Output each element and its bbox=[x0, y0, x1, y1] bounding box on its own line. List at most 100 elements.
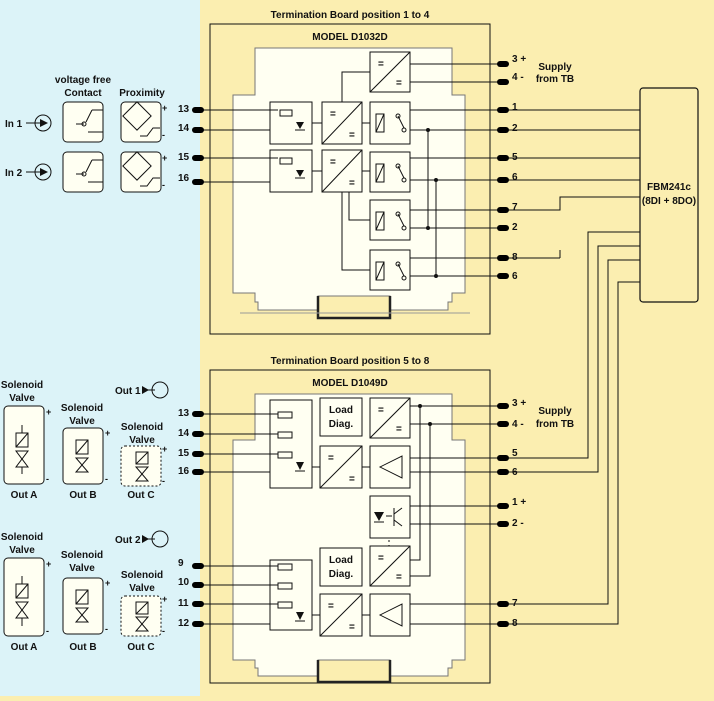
valve-b2-label2: Valve bbox=[69, 563, 95, 574]
svg-text:Diag.: Diag. bbox=[329, 419, 354, 430]
svg-text:=: = bbox=[330, 109, 336, 120]
svg-text:=: = bbox=[328, 453, 334, 464]
svg-text:=: = bbox=[330, 157, 336, 168]
board1-term-right-6: 6 bbox=[512, 172, 518, 183]
board2-din-clip bbox=[316, 660, 392, 684]
svg-text:=: = bbox=[378, 405, 384, 416]
board2-term-left-2: 14 bbox=[178, 428, 190, 439]
voltage-free-contact-2 bbox=[62, 151, 104, 193]
out-a-label-2: Out A bbox=[11, 642, 38, 653]
board2-field-devices: Out 1 Out 2 Solenoid Valve Solenoid Valv… bbox=[1, 380, 169, 653]
svg-text:=: = bbox=[396, 572, 402, 583]
valve-a1-label1: Solenoid bbox=[1, 380, 43, 391]
board2-term-right-3: 5 bbox=[512, 448, 518, 459]
termination-board-1: Termination Board position 1 to 4 MODEL … bbox=[178, 10, 574, 335]
fbm-detail: (8DI + 8DO) bbox=[642, 196, 696, 207]
input-label-2: In 2 bbox=[5, 168, 23, 179]
voltage-free-contact-1 bbox=[62, 101, 104, 143]
board2-supply-line2: from TB bbox=[536, 419, 574, 430]
svg-text:-: - bbox=[105, 624, 108, 634]
solenoid-valve-b-2: +- bbox=[62, 577, 110, 635]
board1-relay-4 bbox=[369, 249, 411, 291]
board1-term-left-2: 14 bbox=[178, 123, 190, 134]
input-label-1: In 1 bbox=[5, 119, 23, 130]
output-1-arrow-icon bbox=[142, 381, 169, 399]
svg-text:+: + bbox=[162, 103, 167, 113]
fbm-name: FBM241c bbox=[647, 182, 691, 193]
board1-term-right-2: 4 - bbox=[512, 72, 524, 83]
board1-term-right-8: 2 bbox=[512, 222, 518, 233]
svg-text:=: = bbox=[396, 424, 402, 435]
board2-converter-3: == bbox=[369, 545, 411, 587]
board2-term-right-7: 7 bbox=[512, 598, 518, 609]
solenoid-valve-a-1: +- bbox=[3, 405, 51, 485]
svg-text:=: = bbox=[396, 78, 402, 89]
board1-frame bbox=[209, 23, 491, 335]
board2-power-supply: == bbox=[369, 397, 411, 439]
valve-c1-label2: Valve bbox=[129, 435, 155, 446]
svg-text:=: = bbox=[349, 178, 355, 189]
board1-term-right-3: 1 bbox=[512, 102, 518, 113]
board1-term-left-4: 16 bbox=[178, 173, 190, 184]
svg-text:-: - bbox=[162, 130, 165, 140]
board2-term-right-2: 4 - bbox=[512, 419, 524, 430]
board2-input-block-1 bbox=[269, 399, 313, 489]
board1-model: MODEL D1032D bbox=[312, 32, 387, 43]
solenoid-valve-b-1: +- bbox=[62, 427, 110, 485]
board2-term-left-5: 9 bbox=[178, 558, 184, 569]
valve-b1-label1: Solenoid bbox=[61, 403, 103, 414]
valve-a2-label2: Valve bbox=[9, 545, 35, 556]
board1-term-right-4: 2 bbox=[512, 123, 518, 134]
board2-term-left-8: 12 bbox=[178, 618, 190, 629]
termination-board-2: Termination Board position 5 to 8 MODEL … bbox=[178, 356, 574, 684]
svg-text:-: - bbox=[162, 180, 165, 190]
input-1-arrow-icon bbox=[26, 114, 52, 132]
svg-text:-: - bbox=[162, 626, 165, 636]
svg-text:+: + bbox=[162, 153, 167, 163]
svg-text:+: + bbox=[46, 559, 51, 569]
svg-text:=: = bbox=[349, 474, 355, 485]
board1-term-right-7: 7 bbox=[512, 202, 518, 213]
svg-text:+: + bbox=[105, 428, 110, 438]
board2-optocoupler bbox=[369, 495, 411, 539]
board2-title: Termination Board position 5 to 8 bbox=[271, 356, 430, 367]
board1-term-left-3: 15 bbox=[178, 152, 190, 163]
board2-term-left-6: 10 bbox=[178, 577, 190, 588]
board2-term-right-8: 8 bbox=[512, 618, 518, 629]
fbm-cabling bbox=[509, 109, 640, 625]
board1-supply-line1: Supply bbox=[538, 62, 572, 73]
board2-model: MODEL D1049D bbox=[312, 378, 387, 389]
board2-term-left-1: 13 bbox=[178, 408, 190, 419]
proximity-header: Proximity bbox=[119, 88, 165, 99]
board1-term-right-1: 3 + bbox=[512, 54, 526, 65]
contact-header-line2: Contact bbox=[64, 88, 102, 99]
valve-c1-label1: Solenoid bbox=[121, 422, 163, 433]
board1-term-left-1: 13 bbox=[178, 104, 190, 115]
valve-b1-label2: Valve bbox=[69, 416, 95, 427]
svg-text:Load: Load bbox=[329, 405, 353, 416]
out-c-label-2: Out C bbox=[127, 642, 154, 653]
valve-a1-label2: Valve bbox=[9, 393, 35, 404]
svg-text:+: + bbox=[105, 578, 110, 588]
board2-input-block-2 bbox=[269, 559, 313, 631]
board1-supply-line2: from TB bbox=[536, 74, 574, 85]
output-label-2: Out 2 bbox=[115, 535, 141, 546]
fbm-module: FBM241c (8DI + 8DO) bbox=[639, 87, 699, 303]
svg-text:+: + bbox=[162, 594, 167, 604]
board2-load-diag-1: Load Diag. bbox=[319, 397, 363, 437]
solenoid-valve-c-2: +- bbox=[120, 594, 167, 637]
valve-b2-label1: Solenoid bbox=[61, 550, 103, 561]
solenoid-valve-a-2: +- bbox=[3, 557, 51, 637]
svg-text:=: = bbox=[349, 622, 355, 633]
board2-term-right-1: 3 + bbox=[512, 398, 526, 409]
out-b-label-1: Out B bbox=[69, 490, 96, 501]
board2-term-right-5: 1 + bbox=[512, 497, 526, 508]
proximity-sensor-2: +- bbox=[120, 151, 167, 193]
svg-text:-: - bbox=[105, 474, 108, 484]
svg-text:Load: Load bbox=[329, 555, 353, 566]
svg-text:-: - bbox=[162, 476, 165, 486]
svg-text:-: - bbox=[46, 626, 49, 636]
svg-text:-: - bbox=[46, 474, 49, 484]
svg-text:+: + bbox=[46, 407, 51, 417]
